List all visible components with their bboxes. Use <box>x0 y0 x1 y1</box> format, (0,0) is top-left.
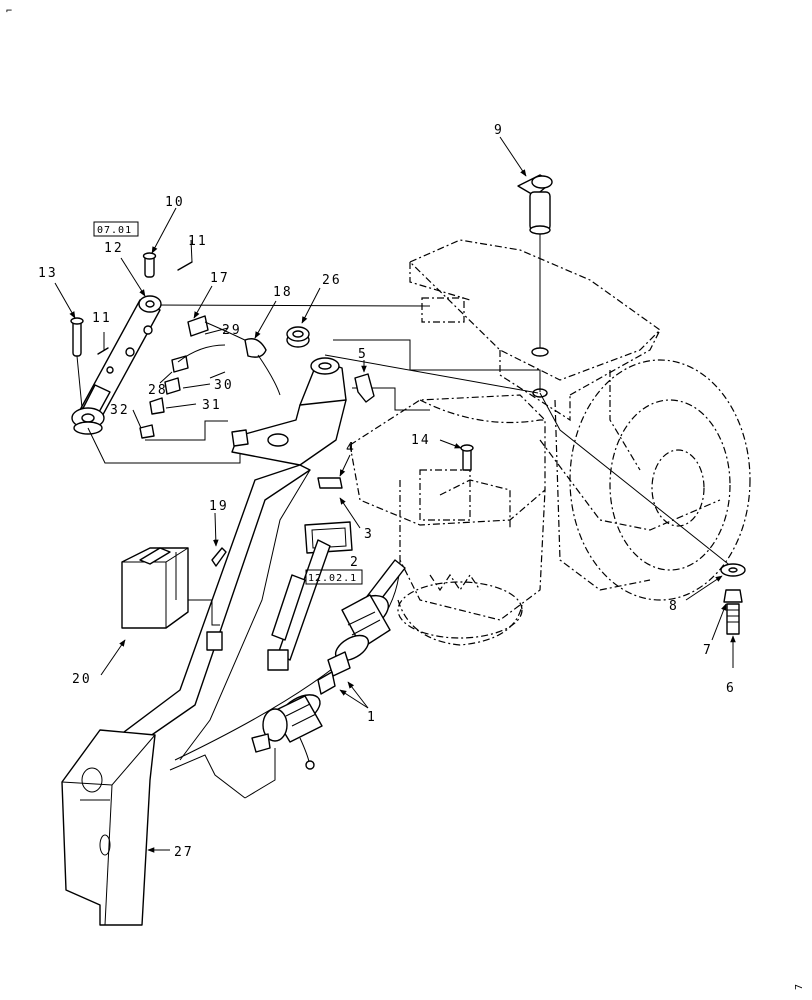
pin-13 <box>70 317 84 357</box>
callout-1: 1 <box>367 710 377 725</box>
page-mark: 7 <box>794 984 805 990</box>
elbow-fitting-5 <box>354 373 375 403</box>
callout-12: 12 <box>104 241 124 256</box>
upper-frame <box>408 239 661 381</box>
callout-leaders <box>54 136 736 853</box>
callout-10: 10 <box>165 195 185 210</box>
bushing-26 <box>286 326 310 348</box>
pto-shaft-1 <box>251 559 406 770</box>
gearbox-housing <box>349 394 546 526</box>
callout-numbers: 10 11 12 13 11 17 18 26 9 29 28 30 31 32… <box>38 123 736 860</box>
mount-washer-top <box>531 347 549 357</box>
hydraulic-fittings <box>139 315 281 439</box>
callout-8: 8 <box>669 599 679 614</box>
callout-20: 20 <box>72 672 92 687</box>
callout-3: 3 <box>364 527 374 542</box>
callout-18: 18 <box>273 285 293 300</box>
ref-label-12-02-1: 12.02.1 <box>308 573 357 584</box>
tractor-body <box>349 239 751 646</box>
callout-5: 5 <box>358 347 368 362</box>
callout-9: 9 <box>494 123 504 138</box>
shaft-guard-block <box>267 649 289 671</box>
callout-27: 27 <box>174 845 194 860</box>
callout-11-top: 11 <box>188 234 208 249</box>
guard-27 <box>61 729 156 926</box>
lift-arm <box>119 357 401 761</box>
callout-32: 32 <box>110 403 130 418</box>
ref-label-07-01: 07.01 <box>97 225 132 236</box>
callout-4: 4 <box>346 441 356 456</box>
callout-2: 2 <box>350 555 360 570</box>
hitch-plate <box>231 399 347 466</box>
handle-pin-9 <box>517 174 553 235</box>
callout-26: 26 <box>322 273 342 288</box>
bolt-14 <box>460 444 474 471</box>
nut-7 <box>723 589 743 603</box>
callout-7: 7 <box>703 643 713 658</box>
hardware-6-7-8 <box>720 563 746 635</box>
pin-10 <box>142 252 157 278</box>
rear-tire-rim <box>609 399 731 571</box>
callout-13: 13 <box>38 266 58 281</box>
deck-drum <box>397 581 523 639</box>
rear-tire <box>569 359 751 601</box>
clip-19 <box>211 547 227 567</box>
clip-pin-11-top <box>177 261 193 271</box>
bolt-6 <box>726 603 740 635</box>
clip-pin-11-left <box>97 347 109 355</box>
drive-shaft-2 <box>267 539 331 671</box>
spacer-block <box>206 631 223 651</box>
callout-17: 17 <box>210 271 230 286</box>
corner-mark: ⌐ <box>6 6 12 17</box>
callout-19: 19 <box>209 499 229 514</box>
callout-30: 30 <box>214 378 234 393</box>
callout-28: 28 <box>148 383 168 398</box>
ref-box-12-02-1 <box>305 569 363 585</box>
callout-29: 29 <box>222 323 242 338</box>
callout-6: 6 <box>726 681 736 696</box>
clip-4 <box>317 477 343 489</box>
cylinder-mount-plate <box>421 297 465 323</box>
callout-14: 14 <box>411 433 431 448</box>
callout-31: 31 <box>202 398 222 413</box>
ref-box-07-01 <box>93 221 139 237</box>
callout-11-left: 11 <box>92 311 112 326</box>
wheel-hub <box>651 449 705 527</box>
toolbox-20 <box>121 547 189 629</box>
